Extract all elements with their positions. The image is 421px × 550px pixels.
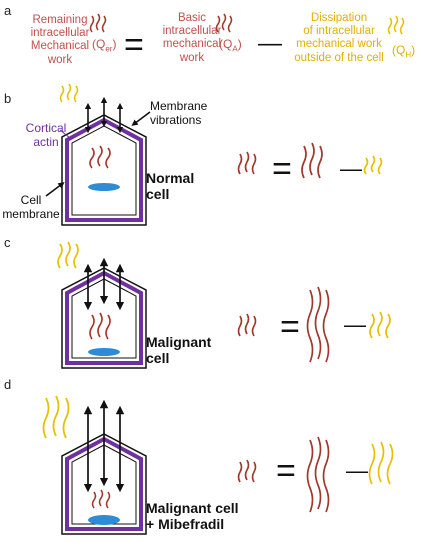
header-wave-a bbox=[215, 13, 233, 33]
panel-b-label: b bbox=[4, 91, 12, 106]
malignant-mibefradil-label: Malignant cell + Mibefradil bbox=[146, 500, 239, 533]
equals-sign-d: = bbox=[276, 452, 296, 490]
remaining-work-label: Remaining intracellular Mechanical work bbox=[30, 14, 90, 66]
cell-membrane-label: Cell membrane bbox=[2, 193, 60, 221]
normal-cell-diagram bbox=[45, 83, 151, 226]
equation-b-waves bbox=[237, 142, 383, 179]
normal-cell-label: Normal cell bbox=[146, 170, 195, 203]
minus-sign-b: — bbox=[340, 156, 362, 181]
equation-d-waves bbox=[237, 436, 394, 513]
q-er-label: (Qer) bbox=[92, 37, 117, 54]
header-wave-h bbox=[387, 15, 405, 35]
malignant-cell-label: Malignant cell bbox=[146, 334, 212, 367]
cortical-actin-label: Cortical actin bbox=[25, 121, 67, 149]
minus-sign-c: — bbox=[344, 312, 366, 337]
dissipation-label: Dissipation of intracellular mechanical … bbox=[294, 12, 384, 64]
basic-work-label: Basic intracellular mechanical work bbox=[162, 12, 222, 64]
panel-a-label: a bbox=[4, 3, 12, 18]
mibefradil-cell-diagram bbox=[42, 395, 147, 535]
q-a-label: (QA) bbox=[219, 37, 242, 54]
equals-sign-c: = bbox=[280, 308, 300, 346]
equation-c-waves bbox=[237, 286, 391, 363]
equals-sign-b: = bbox=[272, 150, 292, 188]
q-h-label: (QH) bbox=[392, 43, 416, 60]
minus-sign-d: — bbox=[346, 458, 368, 483]
minus-sign-header: — bbox=[258, 30, 282, 57]
membrane-vibrations-label: Membrane vibrations bbox=[150, 99, 208, 127]
panel-c-label: c bbox=[4, 235, 11, 250]
malignant-cell-diagram bbox=[57, 241, 147, 369]
header-wave-er bbox=[89, 13, 107, 33]
panel-d-label: d bbox=[4, 377, 12, 392]
equals-sign-header: = bbox=[124, 26, 144, 64]
